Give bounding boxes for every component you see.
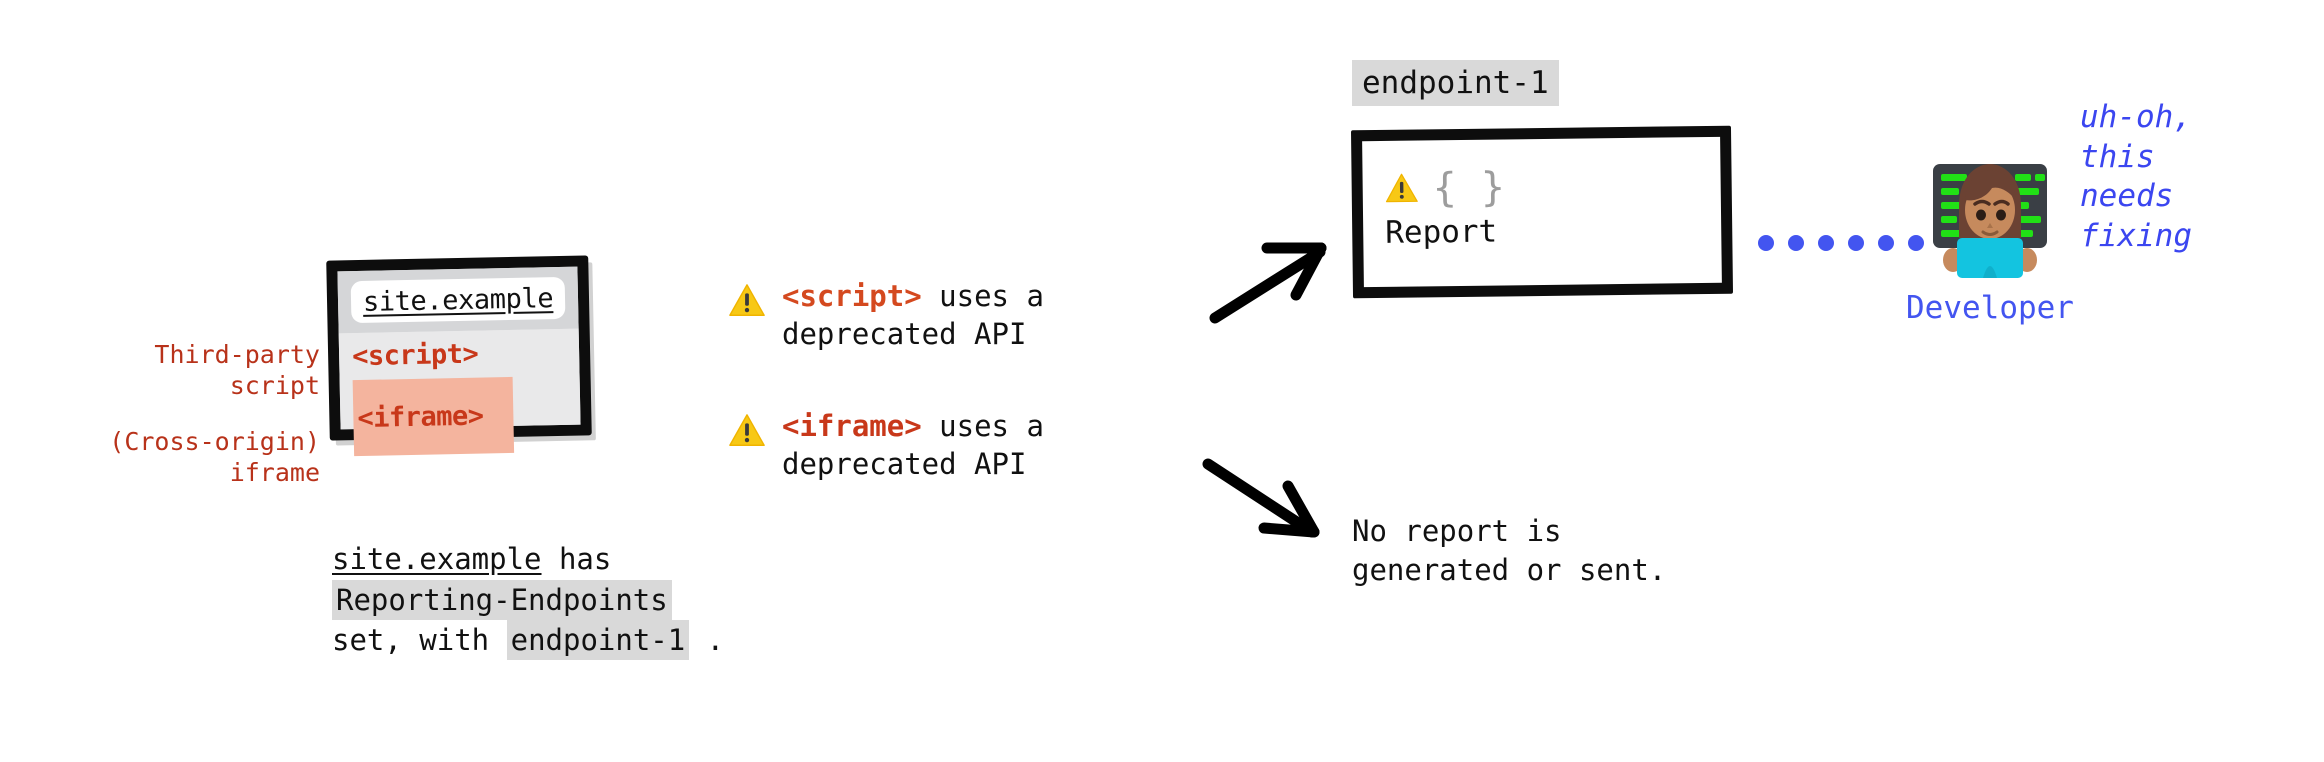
developer-label: Developer (1906, 290, 2074, 326)
warning-line2: deprecated API (782, 316, 1027, 351)
browser-chrome-bar: site.example (337, 266, 579, 334)
url-bar[interactable]: site.example (350, 276, 566, 324)
woman-technologist-emoji-art (1933, 164, 2047, 278)
speech-line: fixing (2080, 218, 2192, 255)
side-label-line: Third-party (154, 340, 320, 369)
report-content: { } Report (1384, 164, 1506, 251)
side-label-line: iframe (229, 457, 320, 487)
warning-rest: uses a (921, 409, 1044, 443)
developer-figure: Developer (1900, 152, 2080, 326)
woman-technologist-emoji (1900, 152, 2080, 284)
caption-set-with-text: set, with (332, 623, 507, 658)
caption-header-chip: Reporting-Endpoints (332, 579, 672, 620)
caption-site-name: site.example (332, 542, 542, 576)
caption-line-2: Reporting-Endpoints (332, 579, 724, 620)
no-report-line-2: generated or sent. (1352, 552, 1667, 587)
warning-text-iframe: <iframe> uses a deprecated API (782, 408, 1044, 483)
developer-speech-text: uh-oh, this needs fixing (2080, 98, 2192, 257)
caption-line-1: site.example has (332, 540, 724, 579)
url-text: site.example (362, 282, 554, 318)
connector-dot (1788, 235, 1804, 251)
report-label: Report (1385, 213, 1498, 251)
caption-has-text: has (541, 542, 612, 576)
connector-dot (1848, 235, 1864, 251)
connector-dot (1818, 235, 1834, 251)
warning-tag: <script> (782, 279, 922, 313)
warning-line2: deprecated API (782, 446, 1027, 481)
warning-tag: <iframe> (782, 409, 922, 443)
script-tag-text: <script> (351, 338, 479, 373)
json-braces-icon: { } (1432, 164, 1506, 212)
iframe-highlight-box: <iframe> (352, 376, 515, 457)
warning-triangle-icon (729, 284, 765, 316)
endpoint-badge: endpoint-1 (1352, 60, 1559, 106)
side-label-third-party-script: Third-party script (60, 340, 320, 401)
warning-triangle-icon (729, 414, 765, 446)
warning-row-iframe: <iframe> uses a deprecated API (728, 408, 1044, 483)
iframe-tag-text: <iframe> (357, 400, 484, 434)
side-label-line: (Cross-origin) (109, 427, 320, 456)
report-box: { } Report (1350, 125, 1734, 299)
speech-line: this (2080, 138, 2155, 175)
side-labels: Third-party script (Cross-origin) iframe (60, 340, 320, 488)
dotted-connector (1758, 235, 1924, 251)
caption-line-3: set, with endpoint-1 . (332, 620, 725, 661)
arrow-to-no-report-icon (1202, 458, 1320, 538)
warning-triangle-icon (1385, 173, 1418, 203)
browser-window-mockup: site.example <script> <iframe> (326, 255, 592, 457)
connector-dot (1878, 235, 1894, 251)
report-icon-row: { } (1384, 164, 1506, 212)
arrow-to-report-icon (1209, 242, 1327, 324)
warning-rest: uses a (921, 279, 1044, 313)
connector-dot (1758, 235, 1774, 251)
warning-row-script: <script> uses a deprecated API (728, 278, 1044, 353)
caption-period: . (689, 623, 725, 658)
warning-text-script: <script> uses a deprecated API (782, 278, 1044, 353)
no-report-text: No report is generated or sent. (1352, 512, 1666, 589)
connector-dot (1908, 235, 1924, 251)
browser-content-area: <script> <iframe> (338, 328, 581, 457)
caption-endpoint-chip: endpoint-1 (506, 620, 690, 661)
speech-line: needs (2080, 178, 2174, 215)
side-label-cross-origin-iframe: (Cross-origin) iframe (60, 427, 320, 488)
browser-caption: site.example has Reporting-Endpoints set… (332, 540, 724, 662)
speech-line: uh-oh, (2080, 99, 2192, 135)
side-label-line: script (229, 370, 320, 400)
browser-frame: site.example <script> <iframe> (326, 255, 592, 457)
report-box-frame: { } Report (1350, 125, 1734, 299)
no-report-line-1: No report is (1352, 514, 1562, 548)
